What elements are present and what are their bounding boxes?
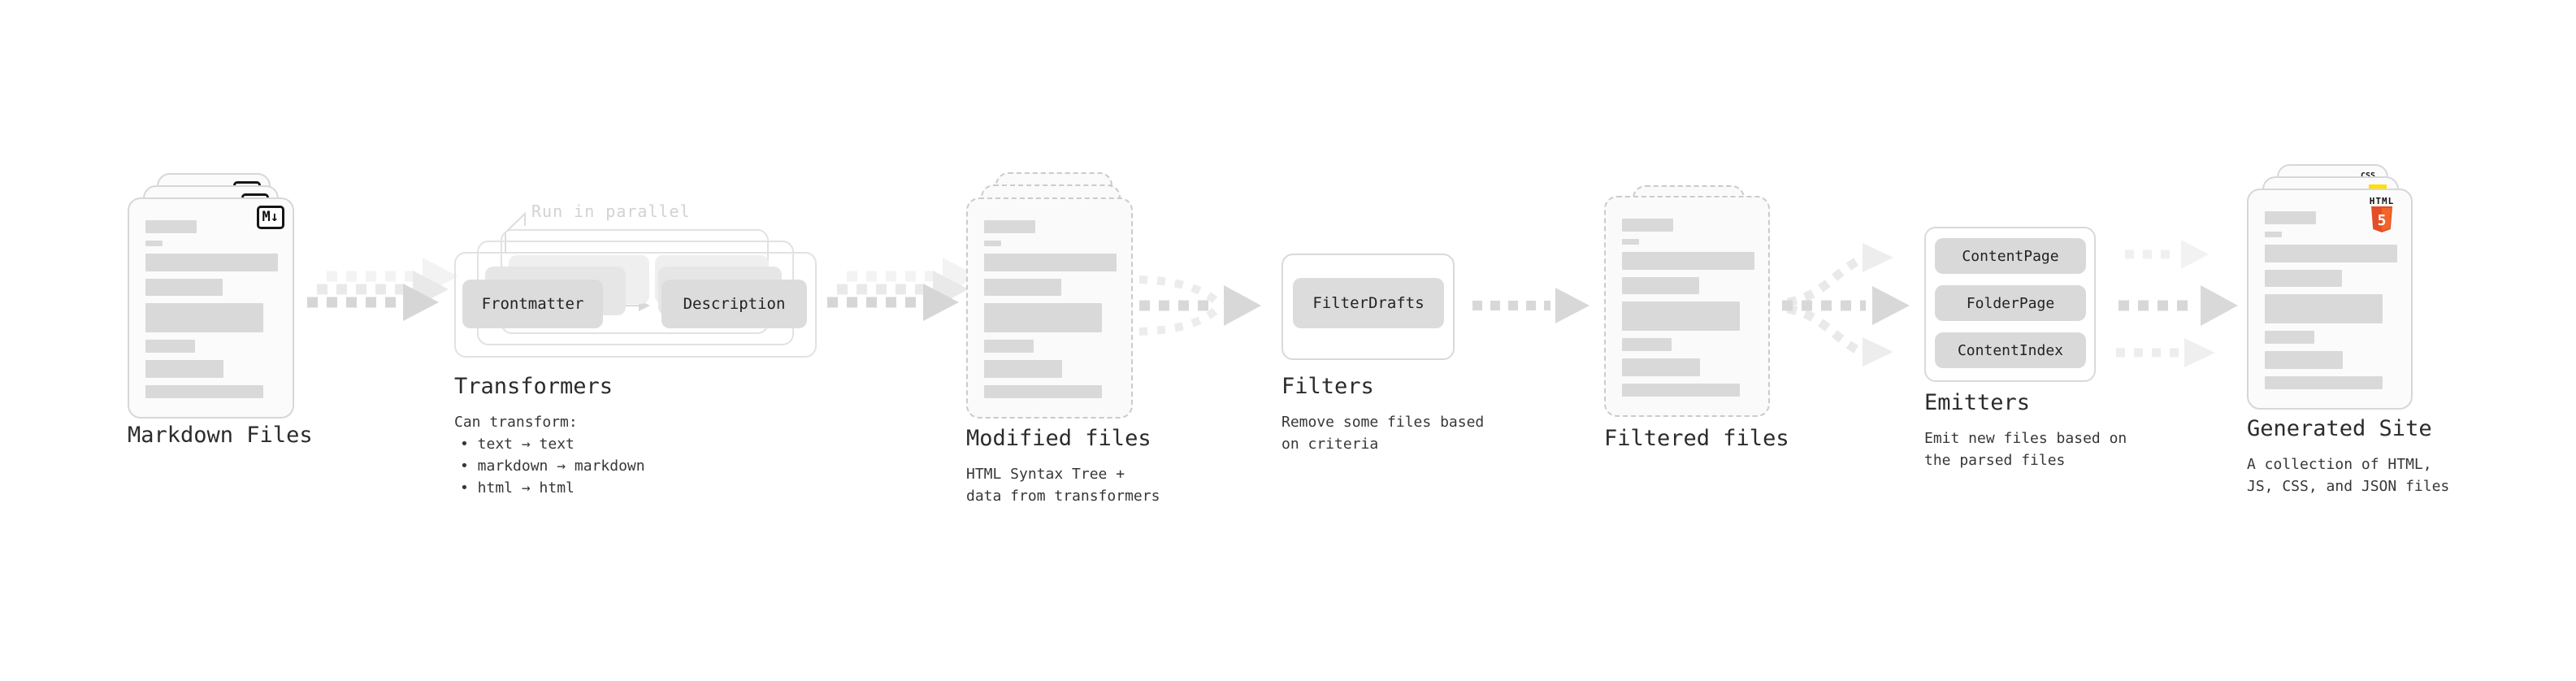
skeleton-bar: [1622, 239, 1639, 245]
markdown-files-label: Markdown Files: [128, 423, 313, 448]
modified-doc-front: [966, 197, 1133, 419]
filters-desc-line: Remove some files based: [1281, 414, 1485, 431]
skeleton-bar: [145, 360, 223, 378]
skeleton-bar: [984, 385, 1102, 398]
transformers-bullet: • text → text: [460, 436, 575, 453]
skeleton-bar: [984, 303, 1102, 332]
markdown-logo-icon: M↓: [256, 206, 284, 229]
filtered-files-label: Filtered files: [1604, 426, 1789, 451]
skeleton-text: [984, 220, 1117, 398]
skeleton-bar: [2265, 376, 2383, 389]
description-pill: Description: [661, 280, 807, 328]
modified-files-label: Modified files: [966, 426, 1151, 451]
skeleton-text: [145, 220, 278, 398]
filtered-doc-front: [1604, 196, 1770, 417]
skeleton-bar: [1622, 358, 1700, 376]
markdown-doc-front: M↓: [128, 197, 294, 419]
emitters-desc-line: the parsed files: [1924, 452, 2066, 469]
skeleton-bar: [2265, 211, 2316, 224]
skeleton-bar: [1622, 338, 1672, 351]
transformers-heading: Transformers: [454, 374, 614, 399]
arrow-modified-to-filters-fanin: [1138, 275, 1261, 336]
filters-heading: Filters: [1281, 374, 1374, 399]
modified-files-desc-line: HTML Syntax Tree +: [966, 466, 1125, 483]
transformers-bullet: • html → html: [460, 479, 575, 497]
html5-logo-icon: HTML 5: [2362, 197, 2401, 237]
html5-logo-word: HTML: [2369, 196, 2395, 206]
arrow-filtered-to-emitters-fanout: [1782, 243, 1910, 367]
skeleton-bar: [2265, 245, 2397, 262]
skeleton-bar: [2265, 270, 2342, 287]
skeleton-bar: [1622, 219, 1673, 232]
skeleton-bar: [2265, 294, 2383, 323]
emitters-desc-line: Emit new files based on: [1924, 430, 2127, 447]
skeleton-bar: [2265, 351, 2343, 369]
arrow-transformers-to-modified: [827, 258, 978, 321]
transformers-desc-title: Can transform:: [454, 414, 578, 431]
generated-site-label: Generated Site: [2247, 416, 2432, 441]
arrows-emitters-to-site: [2116, 240, 2238, 367]
skeleton-bar: [1622, 252, 1754, 270]
generated-site-desc-line: JS, CSS, and JSON files: [2247, 478, 2450, 495]
skeleton-bar: [145, 279, 223, 296]
skeleton-bar: [984, 241, 1001, 246]
skeleton-bar: [984, 340, 1034, 353]
folderpage-pill: FolderPage: [1935, 285, 2086, 321]
site-doc-front: HTML 5: [2247, 189, 2413, 410]
filterdrafts-pill: FilterDrafts: [1293, 278, 1444, 328]
skeleton-bar: [145, 340, 195, 353]
skeleton-bar: [145, 254, 278, 271]
skeleton-bar: [2265, 331, 2314, 344]
skeleton-bar: [1622, 301, 1740, 331]
transformers-bullet: • markdown → markdown: [460, 458, 645, 475]
modified-files-desc-line: data from transformers: [966, 488, 1160, 505]
skeleton-text: [1622, 219, 1754, 397]
run-in-parallel-note: Run in parallel: [531, 202, 691, 221]
emitters-heading: Emitters: [1924, 390, 2031, 415]
skeleton-bar: [145, 385, 263, 398]
arrow-filters-to-filtered: [1472, 288, 1589, 323]
skeleton-bar: [1622, 384, 1740, 397]
skeleton-bar: [984, 254, 1117, 271]
contentpage-pill: ContentPage: [1935, 238, 2086, 274]
skeleton-bar: [2265, 232, 2282, 237]
html5-shield: 5: [2371, 206, 2392, 232]
skeleton-bar: [984, 220, 1035, 233]
skeleton-bar: [984, 279, 1061, 296]
contentindex-pill: ContentIndex: [1935, 332, 2086, 368]
generated-site-desc-line: A collection of HTML,: [2247, 456, 2432, 473]
skeleton-bar: [1622, 277, 1699, 294]
skeleton-bar: [145, 220, 197, 233]
svg-text:5: 5: [2378, 212, 2387, 229]
arrow-markdown-to-transformers: [307, 258, 458, 321]
skeleton-bar: [145, 303, 263, 332]
skeleton-bar: [145, 241, 163, 246]
skeleton-text: [2265, 211, 2397, 389]
skeleton-bar: [984, 360, 1062, 378]
frontmatter-pill: Frontmatter: [462, 280, 603, 328]
filters-desc-line: on criteria: [1281, 436, 1379, 453]
transformers-outline-front: [454, 252, 817, 358]
